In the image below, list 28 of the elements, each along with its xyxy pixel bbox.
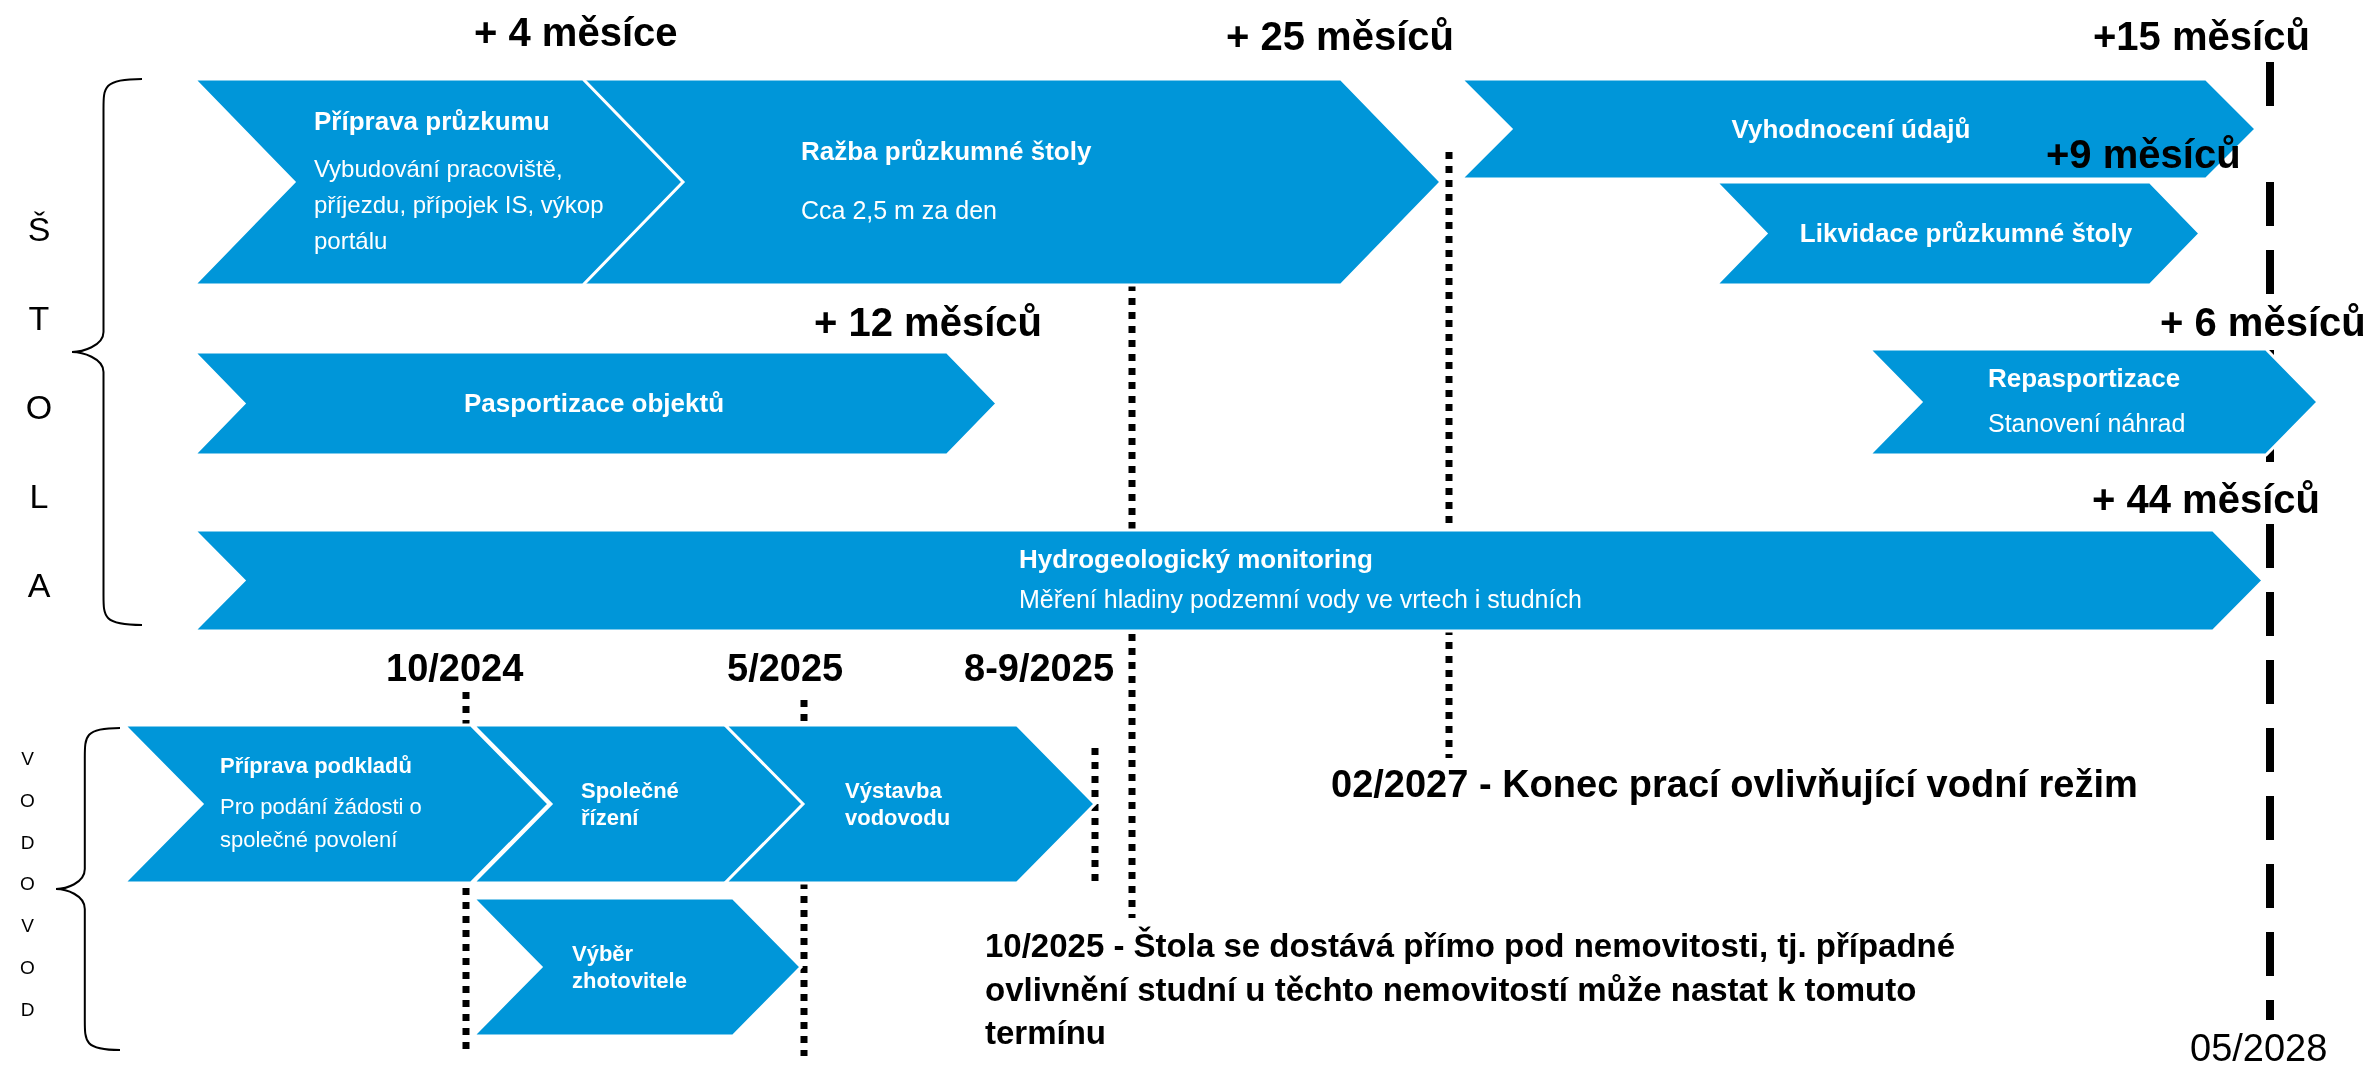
step-description: Měření hladiny podzemní vody ve vrtech i studních	[1019, 584, 1582, 615]
step-title: Příprava podkladů	[220, 752, 412, 780]
timeline-annotation: 10/2025 - Štola se dostává přímo pod nemovitosti, tj. případné ovlivnění studní u těchto nemovitostí může nastat k tomuto termínu	[985, 925, 1957, 1054]
step-description: Vybudování pracoviště, příjezdu, přípojek IS, výkop portálu	[314, 154, 605, 257]
timeline-annotation: 10/2024	[386, 646, 524, 691]
timeline-annotation: +15 měsíců	[2093, 13, 2310, 60]
step-description: Stanovení náhrad	[1988, 407, 2186, 439]
step-title: Společné řízení	[581, 776, 680, 832]
step-title: Pasportizace objektů	[463, 387, 725, 420]
timeline-annotation: + 12 měsíců	[814, 299, 1042, 346]
step-description: Pro podání žádosti o společné povolení	[220, 792, 423, 854]
step-title: Hydrogeologický monitoring	[1019, 542, 1373, 575]
step-title: Likvidace průzkumné štoly	[1799, 217, 2133, 250]
timeline-annotation: + 25 měsíců	[1226, 13, 1454, 60]
timeline-annotation: + 6 měsíců	[2160, 299, 2366, 346]
step-title: Výběr zhotovitele	[572, 939, 688, 995]
timeline-annotation: 5/2025	[727, 646, 844, 691]
timeline-annotation: 8-9/2025	[964, 646, 1114, 691]
timeline-annotation: 05/2028	[2190, 1026, 2328, 1071]
step-title: Výstavba vodovodu	[845, 776, 952, 832]
timeline-annotation: + 4 měsíce	[474, 9, 678, 56]
step-title: Vyhodnocení údajů	[1731, 112, 1971, 146]
vertical-section-label: ŠTOLA	[24, 209, 54, 607]
step-title: Repasportizace	[1988, 362, 2181, 395]
step-title: Příprava průzkumu	[314, 104, 550, 138]
timeline-annotation: 02/2027 - Konec prací ovlivňující vodní režim	[1331, 762, 2138, 807]
timeline-annotation: + 44 měsíců	[2092, 476, 2320, 523]
vertical-section-label: VODOVOD	[19, 747, 36, 1022]
